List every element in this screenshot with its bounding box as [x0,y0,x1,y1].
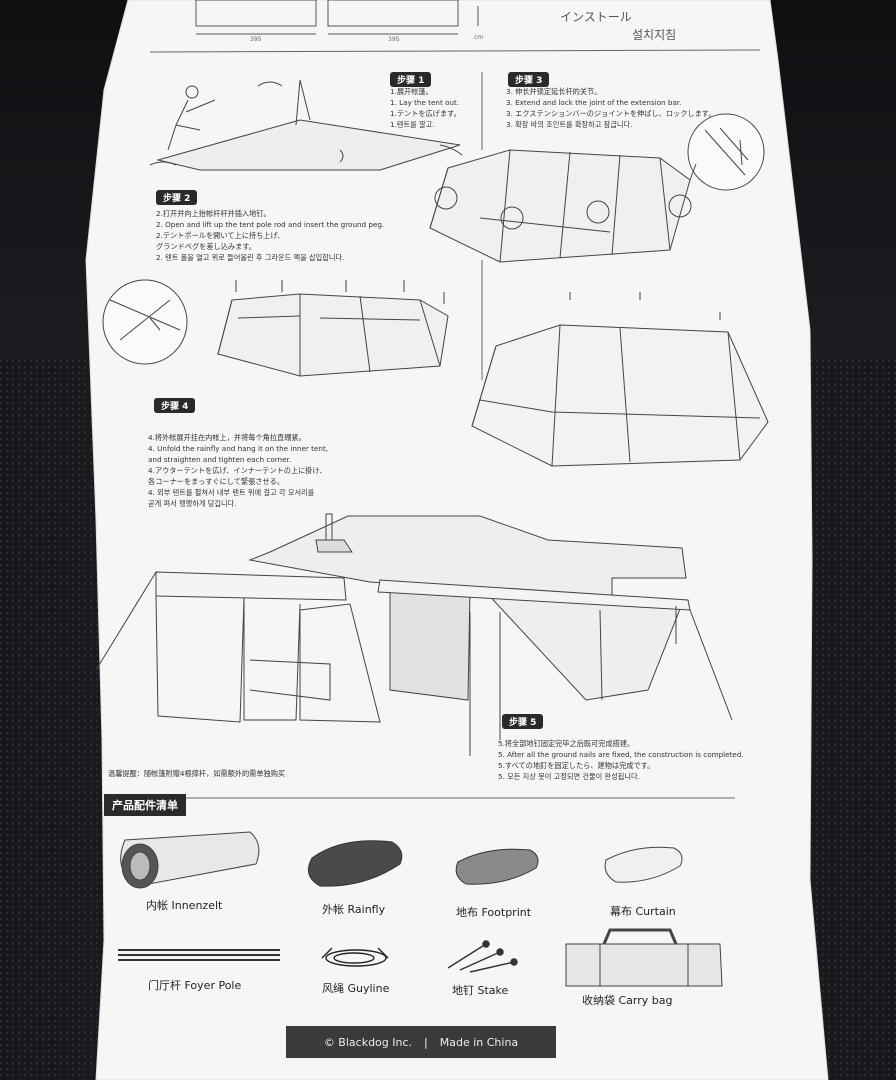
part-label-footprint: 地布 Footprint [456,906,532,919]
dim-unit-label: cm [474,34,484,41]
step-5-text: 5.将全部地钉固定完毕之后既可完成搭建。5. After all the gro… [498,739,744,781]
step-5-badge: 步骤 5 [502,714,544,729]
step-1-badge: 步骤 1 [390,72,432,87]
part-label-innenzelt: 内帐 Innenzelt [146,899,223,912]
part-label-carry-bag: 收纳袋 Carry bag [582,994,673,1007]
step-4-badge: 步骤 4 [154,398,196,413]
rainfly-bag-icon [307,840,403,887]
header-title-ko: 설치지침 [632,28,677,42]
step-2-text: 2.打开并向上抬帐杆杆并插入地钉。2. Open and lift up the… [156,209,385,262]
footer-bar: © Blackdog Inc. | Made in China [286,1026,556,1058]
step-4-text: 4.将外帐展开挂在内帐上，并将每个角拉直绷紧。4. Unfold the rai… [148,433,329,508]
step-3b-drawing [471,292,769,467]
foyer-pole-icon [118,949,280,961]
tip-note: 温馨提醒：随帐篷附赠4根撑杆，如需额外的需单独购买 [108,769,286,778]
part-label-curtain: 幕布 Curtain [610,905,676,918]
footer-separator: | [424,1035,428,1049]
part-label-stake: 地钉 Stake [452,984,509,997]
step-2-badge: 步骤 2 [156,190,198,205]
parts-list-title: 产品配件清单 [104,794,186,816]
header-title-ja: インストール [560,10,632,24]
step-3-badge: 步骤 3 [508,72,550,87]
part-label-foyer-pole: 门厅杆 Foyer Pole [148,979,242,992]
stake-icon [447,940,518,973]
guyline-icon [321,947,389,967]
dim-right-label: 395 [388,36,400,43]
step-1-text: 1.展开帐篷。1. Lay the tent out. 1.テントを広げます。1… [390,87,461,129]
step-1-drawing [149,79,463,171]
step-3-text: 3. 伸长并锁定延长杆的关节。3. Extend and lock the jo… [506,87,716,129]
footer-origin: Made in China [439,1035,519,1049]
step-3-drawing [429,113,765,263]
top-dimension-diagram [195,0,479,35]
part-label-guyline: 风绳 Guyline [322,982,390,995]
curtain-bag-icon [604,846,683,883]
footprint-bag-icon [455,848,539,885]
carry-bag-icon [565,928,723,987]
part-label-rainfly: 外帐 Rainfly [322,903,386,916]
dim-left-label: 395 [250,36,262,43]
step-2-drawing [102,279,449,377]
footer-brand: © Blackdog Inc. [323,1035,413,1049]
inner-tent-roll-icon [120,831,260,889]
step-5-drawing [95,513,733,756]
